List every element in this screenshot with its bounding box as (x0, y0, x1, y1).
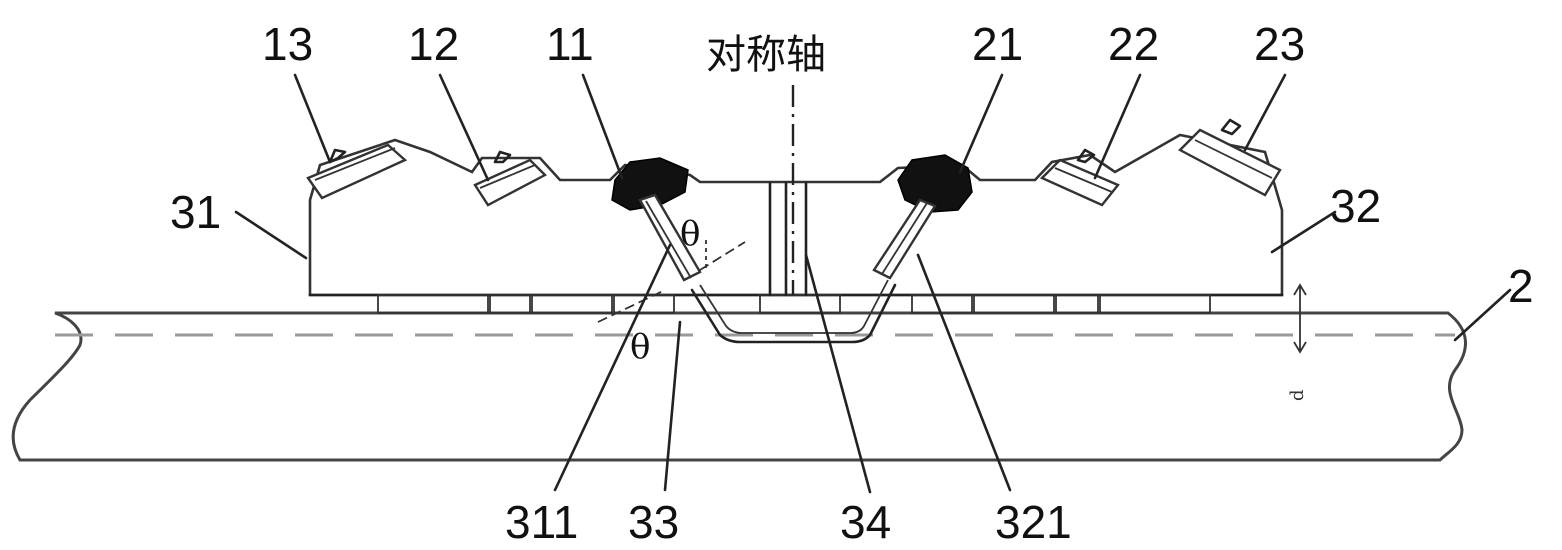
transducer-21 (897, 154, 973, 213)
label-symmetry-axis: 对称轴 (706, 32, 826, 78)
distance-symbol: d (1287, 389, 1308, 401)
theta-lower: θ (630, 327, 650, 367)
transducer-23 (1178, 118, 1282, 197)
spacer-block (973, 294, 1055, 314)
angle-mark-lower (597, 289, 666, 323)
label-32: 32 (1330, 180, 1381, 232)
transducer-12 (473, 150, 548, 207)
spacer-block (1055, 294, 1099, 314)
transducer-13 (306, 143, 408, 200)
transducer-22 (1039, 148, 1120, 207)
leader-lines (234, 73, 1512, 494)
distance-marker (1293, 283, 1307, 354)
label-11: 11 (546, 18, 594, 70)
transducer-11 (611, 157, 689, 211)
label-321: 321 (995, 496, 1072, 548)
label-33: 33 (628, 496, 679, 548)
label-21: 21 (972, 18, 1023, 70)
label-22: 22 (1108, 18, 1159, 70)
label-23: 23 (1254, 18, 1305, 70)
spacer-block (489, 294, 531, 314)
label-34: 34 (840, 496, 891, 548)
reflector-34 (768, 181, 808, 297)
label-31: 31 (170, 186, 221, 238)
pipe (11, 311, 1467, 462)
spacer-block (531, 294, 613, 314)
u-channel-outer (690, 283, 897, 344)
u-channel-inner (699, 279, 889, 334)
spacer-block (759, 294, 841, 314)
spacer-row (377, 294, 1211, 314)
theta-upper: θ (680, 214, 700, 254)
angle-mark-upper (699, 241, 746, 271)
spacer-block (1099, 294, 1211, 314)
label-13: 13 (262, 18, 313, 70)
rod-321 (872, 198, 937, 280)
rod-311 (638, 193, 702, 282)
label-311: 311 (505, 496, 578, 548)
meter-body (308, 133, 1284, 297)
spacer-block (613, 294, 675, 314)
spacer-block (911, 294, 973, 314)
label-2: 2 (1508, 260, 1534, 312)
label-12: 12 (408, 18, 459, 70)
spacer-block (377, 294, 489, 314)
